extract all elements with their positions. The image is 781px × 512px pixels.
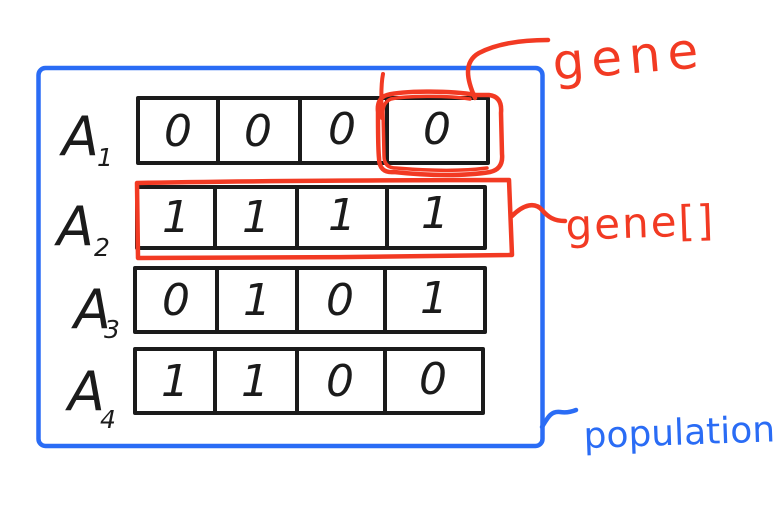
row-label-a1-subscript: 1 bbox=[97, 143, 113, 172]
row-label-a3: A 3 bbox=[71, 278, 120, 344]
gene-cell-a2-4: 1 bbox=[421, 188, 449, 239]
gene-cell-a3-1: 0 bbox=[162, 275, 190, 326]
row-label-a4-letter: A bbox=[65, 360, 105, 423]
gene-cell-a4-1: 1 bbox=[161, 356, 189, 407]
gene-cell-a3-2: 1 bbox=[243, 275, 271, 326]
gene-cell-a4-2: 1 bbox=[241, 356, 269, 407]
gene-cell-a4-3: 0 bbox=[326, 356, 354, 407]
gene-cell-a1-1: 0 bbox=[164, 106, 192, 157]
population-connector-line bbox=[539, 407, 579, 430]
gene-highlight-box bbox=[375, 72, 505, 178]
gene-array-annotation-label: gene[] bbox=[565, 196, 716, 250]
gene-cell-a2-1: 1 bbox=[162, 192, 190, 243]
row-label-a3-subscript: 3 bbox=[104, 315, 120, 344]
gene-cell-a3-4: 1 bbox=[420, 273, 448, 324]
gene-cell-a1-2: 0 bbox=[244, 106, 272, 157]
gene-array-connector-line bbox=[509, 202, 568, 224]
chromosome-row-3-grid bbox=[133, 266, 487, 334]
gene-cell-a1-3: 0 bbox=[328, 104, 356, 155]
gene-connector-line bbox=[465, 37, 551, 101]
gene-array-highlight-box bbox=[134, 177, 515, 261]
gene-cell-a1-4: 0 bbox=[423, 104, 451, 155]
row-label-a2-subscript: 2 bbox=[94, 233, 110, 262]
row-label-a3-letter: A bbox=[71, 278, 111, 341]
row-label-a2-letter: A bbox=[54, 195, 94, 258]
row-label-a4-subscript: 4 bbox=[100, 405, 116, 434]
gene-annotation-label: gene bbox=[550, 21, 707, 92]
chromosome-row-1-grid bbox=[136, 96, 490, 165]
row-label-a1-letter: A bbox=[59, 105, 99, 168]
population-box bbox=[36, 65, 545, 449]
gene-cell-a2-3: 1 bbox=[328, 190, 356, 241]
row-label-a2: A 2 bbox=[54, 195, 110, 262]
row-label-a4: A 4 bbox=[65, 360, 116, 434]
row-label-a1: A 1 bbox=[59, 105, 113, 172]
gene-cell-a2-2: 1 bbox=[242, 192, 270, 243]
gene-cell-a4-4: 0 bbox=[419, 354, 447, 405]
gene-cell-a3-3: 0 bbox=[326, 275, 354, 326]
population-annotation-label: population bbox=[583, 409, 776, 457]
chromosome-row-4-grid bbox=[133, 347, 485, 415]
